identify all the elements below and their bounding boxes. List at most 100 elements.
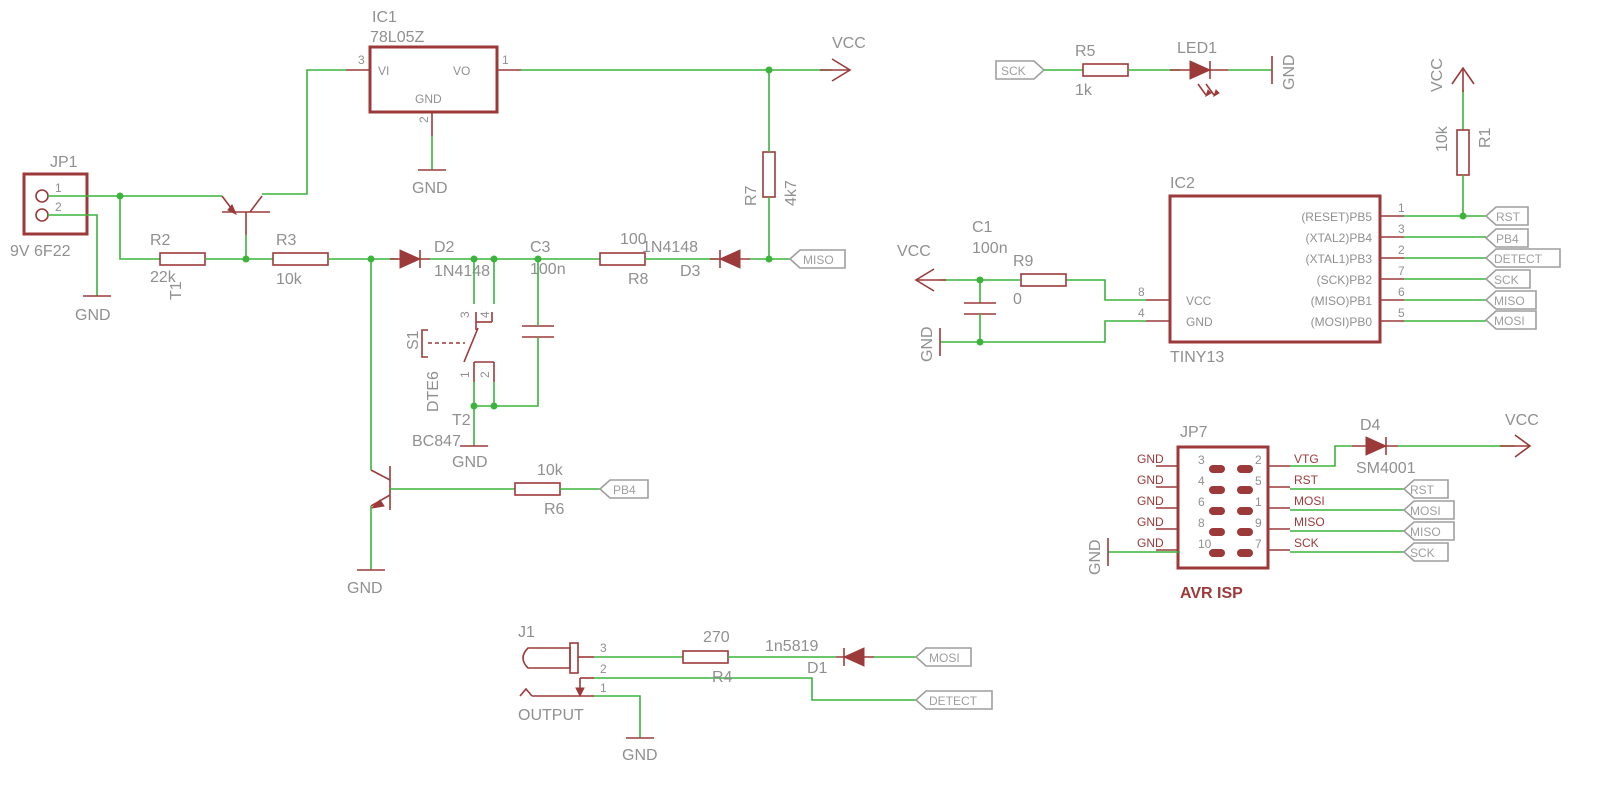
svg-text:MISO: MISO xyxy=(803,253,834,267)
jp7-left-net: GND xyxy=(1137,515,1164,529)
ic2-pin-num: 5 xyxy=(1398,306,1405,320)
r1-resistor: 10k R1 xyxy=(1434,125,1494,176)
jp7-left-num: 8 xyxy=(1198,516,1205,530)
r3-name: R3 xyxy=(276,232,297,249)
net-label-detect-ic2: DETECT xyxy=(1484,248,1561,268)
svg-text:MISO: MISO xyxy=(1410,525,1441,539)
jp7-right-num: 2 xyxy=(1255,453,1262,467)
ic2-pin-num: 7 xyxy=(1398,264,1405,278)
d1-value: 1n5819 xyxy=(765,638,818,655)
net-label-miso-ic2: MISO xyxy=(1484,290,1537,310)
svg-text:DETECT: DETECT xyxy=(929,694,978,708)
r5-value: 1k xyxy=(1075,82,1093,99)
r5-name: R5 xyxy=(1075,43,1096,60)
jp7-right-net: RST xyxy=(1294,473,1319,487)
j1-pin2: 2 xyxy=(600,662,607,676)
r1-value: 10k xyxy=(1434,125,1451,152)
net-label-miso-left: MISO xyxy=(788,249,846,269)
ic1-body xyxy=(368,45,499,114)
ic1-pin1-num: 1 xyxy=(502,53,509,67)
j1-pin1: 1 xyxy=(600,681,607,695)
ic2-pin-num: 6 xyxy=(1398,285,1405,299)
c1-name: C1 xyxy=(972,219,993,236)
ic1-pin-gnd: GND xyxy=(415,92,442,106)
svg-text:SCK: SCK xyxy=(1494,273,1519,287)
jp7-value: AVR ISP xyxy=(1180,585,1243,602)
ic1-value: 78L05Z xyxy=(370,29,424,46)
r4-resistor: 270 R4 xyxy=(682,629,733,686)
svg-text:RST: RST xyxy=(1410,483,1435,497)
ic1-gnd-label: GND xyxy=(412,180,448,197)
t2-transistor xyxy=(370,466,391,510)
d2-value: 1N4148 xyxy=(434,263,490,280)
svg-text:MOSI: MOSI xyxy=(1410,504,1441,518)
ic2-pin-label: (SCK)PB2 xyxy=(1317,273,1373,287)
net-label-mosi-ic2: MOSI xyxy=(1484,310,1537,330)
ic2-pin-label: (MOSI)PB0 xyxy=(1311,315,1373,329)
jp1-name: JP1 xyxy=(50,154,78,171)
jp7-right-num: 5 xyxy=(1255,474,1262,488)
led1-name: LED1 xyxy=(1177,40,1217,57)
r8-value: R8 xyxy=(628,271,649,288)
d4-value: SM4001 xyxy=(1356,460,1416,477)
r2-resistor: R2 22k T1 xyxy=(150,232,206,300)
c3-value: 100n xyxy=(530,261,566,278)
c1-capacitor: C1 100n xyxy=(964,219,1008,315)
jp7-right-num: 1 xyxy=(1255,495,1262,509)
net-label-sck-led: SCK xyxy=(995,60,1046,80)
svg-text:PB4: PB4 xyxy=(1496,232,1519,246)
net-label-pb4-ic2: PB4 xyxy=(1484,228,1529,248)
c3-name: C3 xyxy=(530,239,551,256)
j1-jack: J1 OUTPUT 3 2 1 xyxy=(518,624,607,724)
r1-name: R1 xyxy=(1477,127,1494,148)
r6-resistor: 10k R6 xyxy=(514,462,565,518)
c3-capacitor: C3 100n xyxy=(522,239,566,338)
d1-name: D1 xyxy=(807,660,828,677)
ic2-pin-label: (MISO)PB1 xyxy=(1311,294,1373,308)
jp1-pin2: 2 xyxy=(55,200,62,214)
ic2-value: TINY13 xyxy=(1170,349,1224,366)
t2-gnd-label: GND xyxy=(347,580,383,597)
r5-resistor: R5 1k xyxy=(1075,43,1129,99)
d2-name: D2 xyxy=(434,239,455,256)
jp7-left-net: GND xyxy=(1137,473,1164,487)
net-label-sck-jp7: SCK xyxy=(1402,542,1449,562)
j1-value: OUTPUT xyxy=(518,707,584,724)
s1-pin4: 4 xyxy=(478,311,492,318)
r4-value: 270 xyxy=(703,629,730,646)
jp1-value: 9V 6F22 xyxy=(10,243,71,260)
r9-name: R9 xyxy=(1013,253,1034,270)
jp1-connector: JP1 9V 6F22 1 2 xyxy=(10,154,89,260)
svg-text:SCK: SCK xyxy=(1410,546,1435,560)
led-gnd-label: GND xyxy=(1281,54,1298,90)
j1-name: J1 xyxy=(518,624,535,641)
s1-name: S1 xyxy=(405,330,422,350)
jp7-right-net: MISO xyxy=(1294,515,1325,529)
net-label-miso-jp7: MISO xyxy=(1402,521,1455,541)
jp7-left-net: GND xyxy=(1137,494,1164,508)
s1-gnd-label: GND xyxy=(452,454,488,471)
jp7-right-net: SCK xyxy=(1294,536,1319,550)
ic1-regulator: IC1 78L05Z VI VO GND 3 1 2 xyxy=(346,9,521,136)
ic1-pin-vo: VO xyxy=(453,64,470,78)
r9-resistor: R9 0 xyxy=(1013,253,1067,308)
ic2-pin-label: (XTAL2)PB4 xyxy=(1306,231,1373,245)
t1-transistor xyxy=(221,195,270,235)
r3-value: 10k xyxy=(276,271,303,288)
c1-value: 100n xyxy=(972,240,1008,257)
svg-text:PB4: PB4 xyxy=(613,483,636,497)
r2-extra: T1 xyxy=(168,281,185,300)
r2-value: 22k xyxy=(150,269,177,286)
d1-diode: 1n5819 D1 xyxy=(765,638,874,677)
jp1-gnd-label: GND xyxy=(75,307,111,324)
ic2-body xyxy=(1168,194,1382,344)
r8-name: 100 xyxy=(620,231,647,248)
svg-text:RST: RST xyxy=(1496,210,1521,224)
jp7-right-num: 9 xyxy=(1255,516,1262,530)
net-label-pb4-left: PB4 xyxy=(598,479,649,499)
ic1-pin-vi: VI xyxy=(378,64,389,78)
j1-pin3: 3 xyxy=(600,641,607,655)
